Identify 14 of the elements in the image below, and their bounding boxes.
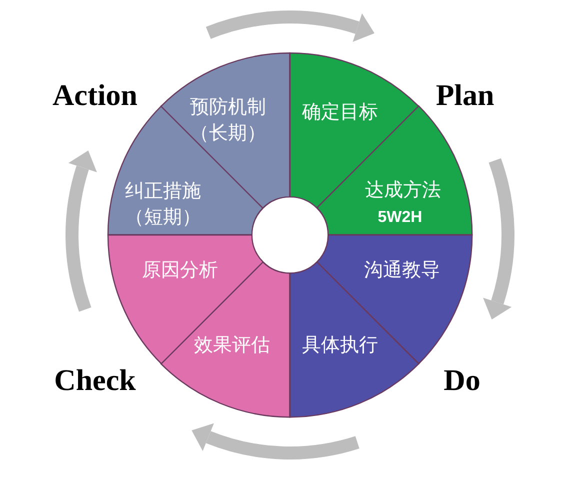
phase-label: Plan xyxy=(436,79,494,113)
wheel-hub xyxy=(252,196,328,274)
segment-label: 原因分析 xyxy=(142,258,218,283)
segment-label: 确定目标 xyxy=(302,100,378,125)
phase-label: Do xyxy=(444,364,480,398)
phase-label: Action xyxy=(52,79,138,113)
segment-label: 预防机制（长期） xyxy=(188,95,267,146)
segment-label: 具体执行 xyxy=(302,332,378,358)
phase-label: Check xyxy=(54,364,136,398)
segment-label: 效果评估 xyxy=(194,332,270,358)
segment-label: 5W2H xyxy=(378,208,422,228)
segment-label: 纠正措施（短期） xyxy=(124,178,202,230)
segment-label: 达成方法 xyxy=(364,178,441,203)
segment-label: 沟通教导 xyxy=(364,258,440,283)
